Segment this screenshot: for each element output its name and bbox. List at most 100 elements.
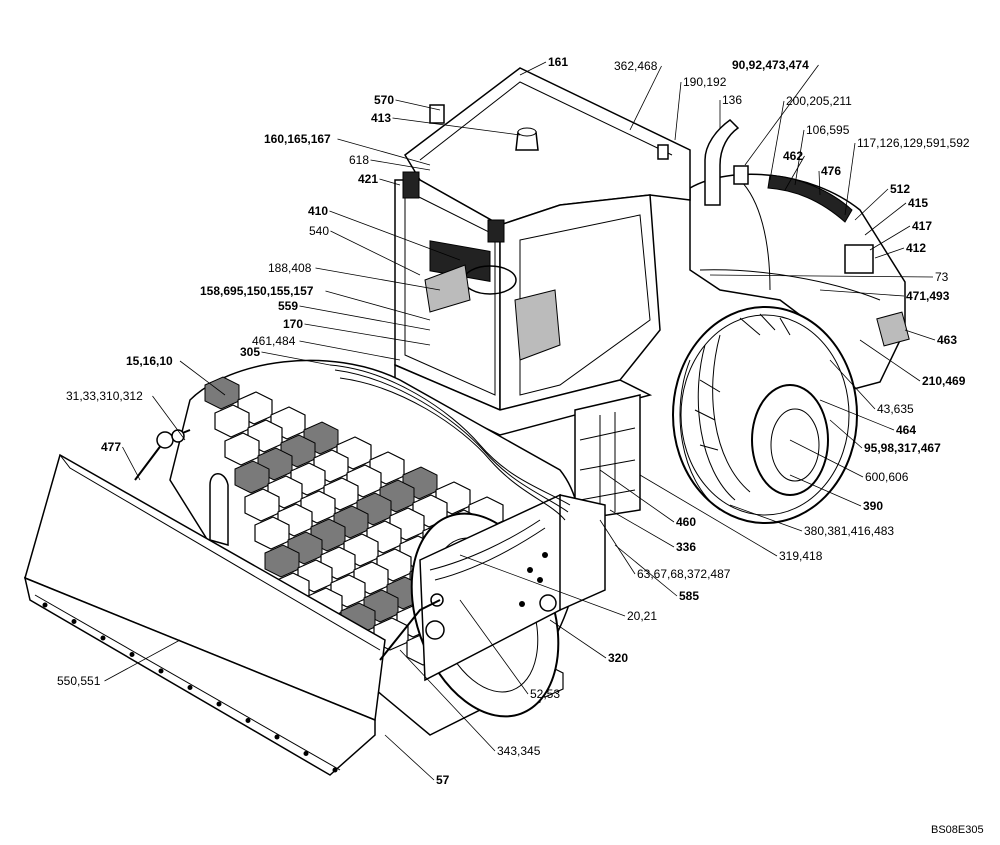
dozer-blade bbox=[23, 429, 441, 776]
callout-label: 190,192 bbox=[683, 75, 727, 89]
leader-line bbox=[459, 599, 529, 695]
cab bbox=[394, 67, 691, 521]
callout-label: 464 bbox=[896, 423, 916, 437]
blade-bolt bbox=[158, 668, 164, 674]
leader-line bbox=[859, 339, 921, 382]
callout-label: 117,126,129,591,592 bbox=[857, 136, 970, 150]
callout-label: 43,635 bbox=[877, 402, 914, 416]
rear-body bbox=[689, 119, 910, 391]
leader-line bbox=[639, 474, 778, 557]
callout-label: 20,21 bbox=[627, 609, 657, 623]
blade-bolt bbox=[71, 619, 77, 624]
callout-label: 343,345 bbox=[497, 744, 541, 758]
leader-line bbox=[392, 117, 521, 136]
leader-line bbox=[869, 225, 911, 251]
callout-label: 95,98,317,467 bbox=[864, 441, 941, 455]
callout-label: 90,92,473,474 bbox=[732, 58, 809, 72]
leader-line bbox=[784, 155, 805, 191]
leader-line bbox=[325, 290, 431, 321]
blade-bolts bbox=[42, 602, 338, 773]
leader-line bbox=[379, 178, 401, 186]
blade-bolt bbox=[216, 701, 222, 707]
leader-line bbox=[854, 188, 889, 221]
leader-line bbox=[729, 504, 803, 532]
callout-label: 415 bbox=[908, 196, 928, 210]
leader-line bbox=[789, 474, 862, 507]
leader-line bbox=[819, 399, 895, 431]
callout-label: 161 bbox=[548, 55, 568, 69]
leader-line bbox=[864, 202, 907, 236]
drawing-code: BS08E305 bbox=[931, 824, 984, 836]
callout-label: 618 bbox=[349, 153, 369, 167]
rear-wheel bbox=[672, 306, 858, 524]
callout-label: 462 bbox=[783, 149, 803, 163]
leader-line bbox=[629, 65, 662, 131]
blade-bolt bbox=[129, 652, 135, 657]
blade-bolt bbox=[274, 734, 280, 740]
leader-line bbox=[370, 159, 431, 171]
leader-line bbox=[330, 230, 421, 276]
callout-label: 136 bbox=[722, 93, 742, 107]
callout-label: 412 bbox=[906, 241, 926, 255]
leader-line bbox=[299, 305, 431, 331]
callout-label: 559 bbox=[278, 299, 298, 313]
callout-label: 57 bbox=[436, 773, 450, 787]
leader-line bbox=[818, 170, 821, 196]
callout-label: 170 bbox=[283, 317, 303, 331]
leader-line bbox=[829, 359, 876, 410]
callout-label: 512 bbox=[890, 182, 910, 196]
callout-label: 319,418 bbox=[779, 549, 823, 563]
leader-line bbox=[829, 419, 863, 449]
leader-line bbox=[399, 649, 496, 752]
callout-label: 460 bbox=[676, 515, 696, 529]
leader-line bbox=[459, 554, 626, 617]
callout-label: 158,695,150,155,157 bbox=[200, 284, 314, 298]
leader-line bbox=[122, 446, 141, 481]
callout-label: 200,205,211 bbox=[786, 94, 852, 108]
leader-line bbox=[261, 351, 331, 366]
callout-label: 471,493 bbox=[906, 289, 950, 303]
callout-label: 15,16,10 bbox=[126, 354, 173, 368]
leader-line bbox=[315, 267, 441, 291]
leader-line bbox=[769, 100, 785, 181]
callout-label: 600,606 bbox=[865, 470, 909, 484]
blade-bolt bbox=[332, 767, 338, 773]
leader-line bbox=[794, 129, 805, 186]
callout-label: 336 bbox=[676, 540, 696, 554]
leader-line bbox=[709, 274, 934, 278]
callout-label: 63,67,68,372,487 bbox=[637, 567, 731, 581]
leader-line bbox=[874, 247, 905, 259]
leader-line bbox=[384, 734, 435, 781]
leader-line bbox=[179, 360, 226, 396]
leader-line bbox=[904, 329, 936, 341]
leader-line bbox=[599, 469, 675, 523]
callout-label: 210,469 bbox=[922, 374, 966, 388]
callout-label: 305 bbox=[240, 345, 260, 359]
callout-label: 362,468 bbox=[614, 59, 658, 73]
callout-label: 390 bbox=[863, 499, 883, 513]
leader-line bbox=[819, 289, 905, 297]
callout-label: 320 bbox=[608, 651, 628, 665]
callout-label: 413 bbox=[371, 111, 391, 125]
blade-bolt bbox=[245, 718, 251, 723]
callout-label: 417 bbox=[912, 219, 932, 233]
leader-line bbox=[395, 99, 441, 111]
callout-label: 73 bbox=[935, 270, 949, 284]
callout-label: 476 bbox=[821, 164, 841, 178]
callout-label: 463 bbox=[937, 333, 957, 347]
callout-label: 461,484 bbox=[252, 334, 296, 348]
blade-bolt bbox=[42, 602, 48, 608]
leader-line bbox=[329, 210, 461, 261]
callout-label: 421 bbox=[358, 172, 378, 186]
leader-line bbox=[549, 619, 607, 659]
leader-line bbox=[674, 81, 682, 141]
leader-line bbox=[519, 61, 547, 76]
callout-label: 160,165,167 bbox=[264, 132, 331, 146]
front-frame bbox=[329, 364, 606, 682]
callout-label: 540 bbox=[309, 224, 329, 238]
callout-label: 188,408 bbox=[268, 261, 312, 275]
blade-bolt bbox=[100, 635, 106, 641]
callout-label: 550,551 bbox=[57, 674, 101, 688]
